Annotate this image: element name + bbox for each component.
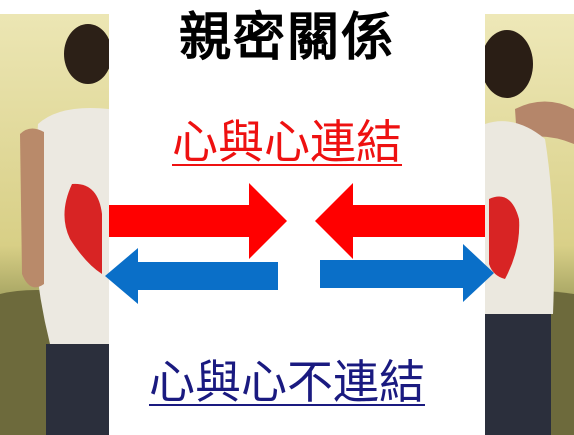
couple-photo-left: [0, 14, 109, 435]
couple-photo-left-graphic: [0, 14, 109, 435]
arrow-right-icon: [320, 244, 494, 302]
arrow-left-icon: [105, 248, 278, 304]
disconnected-heading: 心與心不連結: [149, 355, 425, 409]
arrow-right-icon: [109, 183, 287, 259]
couple-photo-right-graphic: [485, 14, 574, 435]
slide-title: 親密關係: [178, 7, 395, 68]
couple-photo-right: [485, 14, 574, 435]
connected-heading: 心與心連結: [172, 115, 402, 169]
arrow-left-icon: [315, 183, 485, 259]
